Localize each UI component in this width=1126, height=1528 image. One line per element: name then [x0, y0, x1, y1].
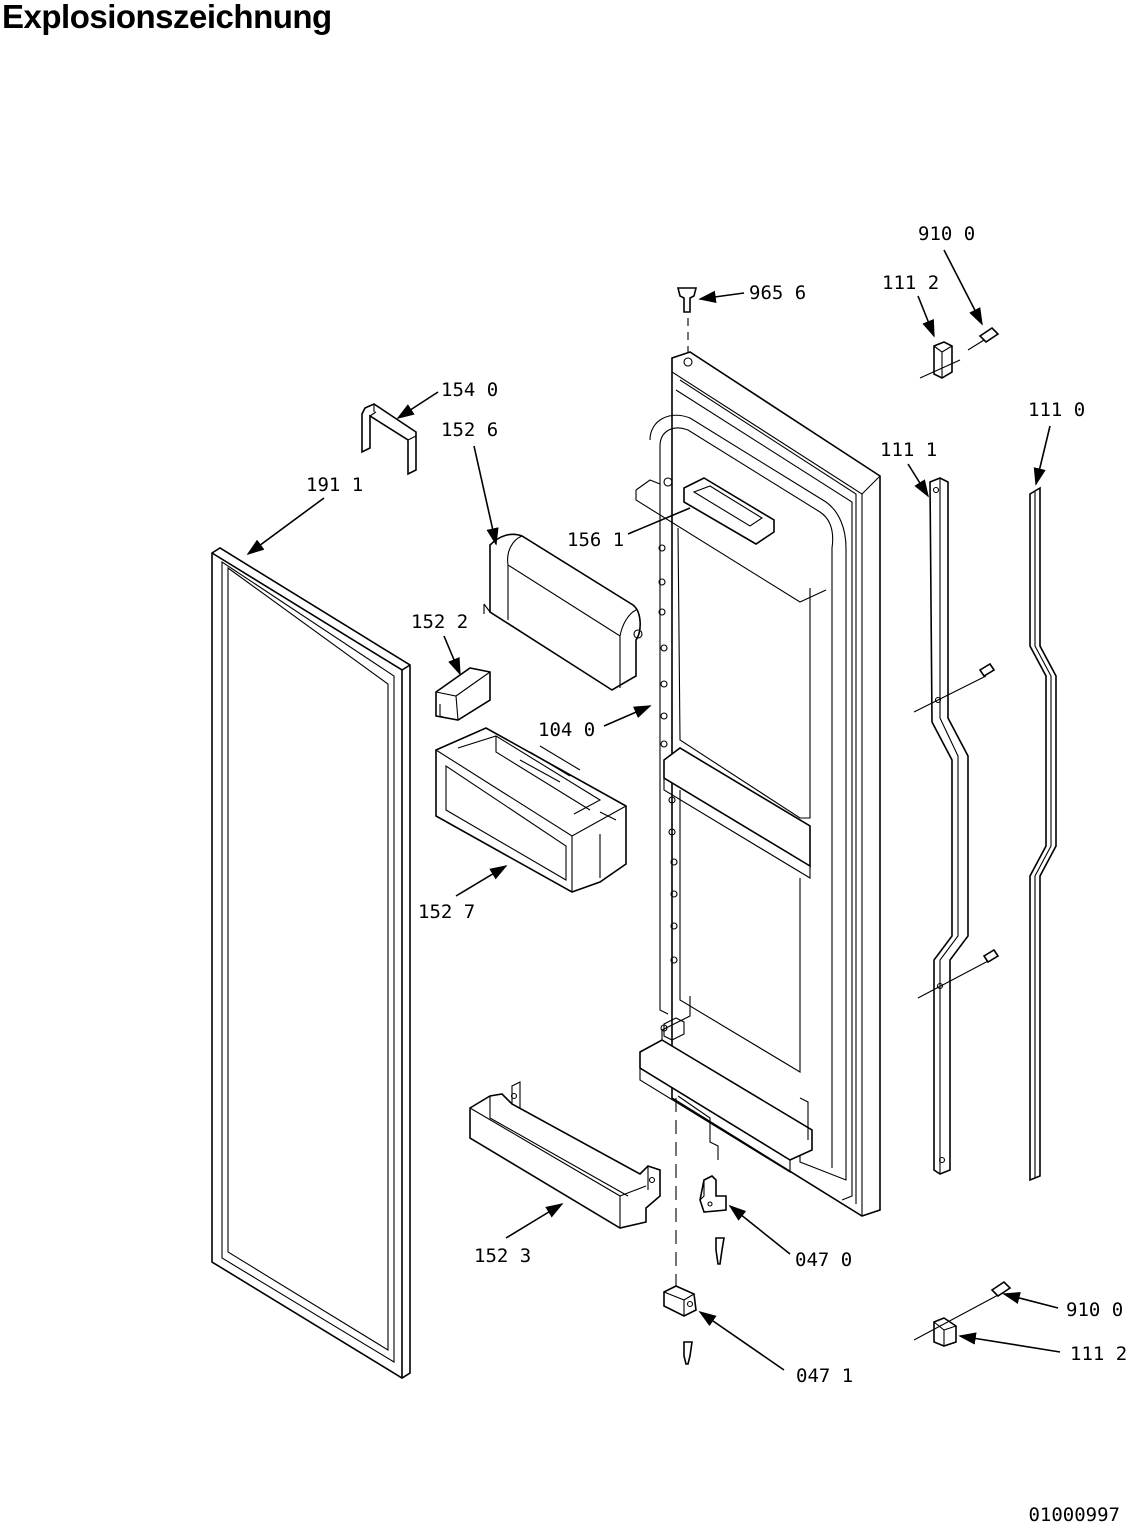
label-152-7: 152 7	[418, 901, 475, 923]
label-154-0: 154 0	[441, 379, 498, 401]
label-104-0: 104 0	[538, 719, 595, 741]
page-title: Explosionszeichnung	[2, 0, 332, 35]
lower-door-shelf	[469, 1081, 661, 1229]
label-156-1: 156 1	[567, 529, 624, 551]
part-labels: 965 6 910 0 111 2 154 0 152 6 191 1 111 …	[306, 223, 1126, 1387]
label-152-2: 152 2	[411, 611, 468, 633]
document-number: 01000997	[1028, 1504, 1120, 1526]
label-152-6: 152 6	[441, 419, 498, 441]
dairy-compartment-cover	[483, 533, 643, 691]
hinge-bracket-top	[919, 326, 1000, 379]
label-111-0: 111 0	[1028, 399, 1085, 421]
label-047-1: 047 1	[796, 1365, 853, 1387]
hinge-lower	[663, 1285, 697, 1365]
door-bin	[435, 727, 627, 893]
label-047-0: 047 0	[795, 1249, 852, 1271]
leader-lines	[246, 249, 1061, 1371]
clip-part	[361, 403, 417, 476]
hinge-strip	[913, 477, 1000, 1175]
label-111-1: 111 1	[880, 439, 937, 461]
label-111-2-bottom: 111 2	[1070, 1343, 1126, 1365]
label-111-2-top: 111 2	[882, 272, 939, 294]
label-152-3: 152 3	[474, 1245, 531, 1267]
door-gasket	[211, 547, 411, 1379]
hinge-bracket-bottom	[913, 1280, 1012, 1347]
hinge-pin	[699, 1175, 727, 1265]
shelf-bracket	[435, 667, 491, 721]
plug-part	[676, 287, 698, 313]
liner-mount-holes	[658, 544, 678, 1032]
label-191-1: 191 1	[306, 474, 363, 496]
door-rail	[1029, 486, 1057, 1182]
label-910-0-top: 910 0	[918, 223, 975, 245]
door-liner	[635, 351, 881, 1217]
label-910-0-bottom: 910 0	[1066, 1299, 1123, 1321]
label-965-6: 965 6	[749, 282, 806, 304]
